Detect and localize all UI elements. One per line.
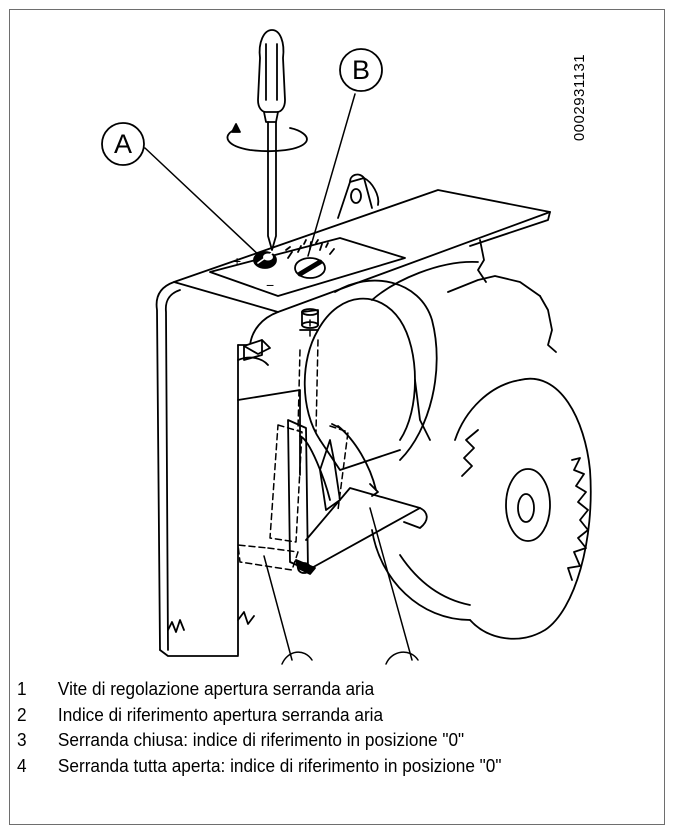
air-damper-drawing: + − [101, 29, 592, 665]
callout-leaders [144, 93, 419, 665]
legend-item: 2 Indice di riferimento apertura serrand… [17, 702, 501, 728]
callout-circle-b [339, 48, 383, 92]
cover-box [155, 189, 551, 657]
legend-number: 1 [17, 678, 27, 699]
legend-item: 1 Vite di regolazione apertura serranda … [17, 676, 501, 702]
figure-frame [9, 9, 665, 825]
legend-number: 3 [17, 729, 27, 750]
legend-text: Indice di riferimento apertura serranda … [57, 703, 384, 725]
legend-number: 2 [17, 703, 27, 725]
screwdriver [226, 29, 308, 251]
document-code-text: 0002931131 [571, 53, 589, 141]
legend-text: Vite di regolazione apertura serranda ar… [57, 678, 375, 699]
motor-housing [371, 261, 592, 640]
fan-cylinder [299, 279, 438, 471]
damper-flap [237, 319, 428, 575]
plus-mark: + [233, 253, 241, 269]
legend-item: 3 Serranda chiusa: indice di riferimento… [17, 727, 501, 753]
minus-mark: − [266, 277, 274, 293]
legend-list: 1 Vite di regolazione apertura serranda … [17, 676, 501, 778]
legend-item: 4 Serranda tutta aperta: indice di rifer… [17, 753, 501, 779]
hinge-bracket [337, 173, 380, 219]
callout-b: B [351, 54, 370, 85]
callout-a: A [113, 128, 132, 159]
legend-text: Serranda chiusa: indice di riferimento i… [57, 729, 465, 750]
callout-circle-a [101, 122, 145, 166]
legend-number: 4 [17, 754, 27, 776]
legend-text: Serranda tutta aperta: indice di riferim… [57, 754, 502, 776]
document-code: 0002931131 [549, 33, 611, 161]
